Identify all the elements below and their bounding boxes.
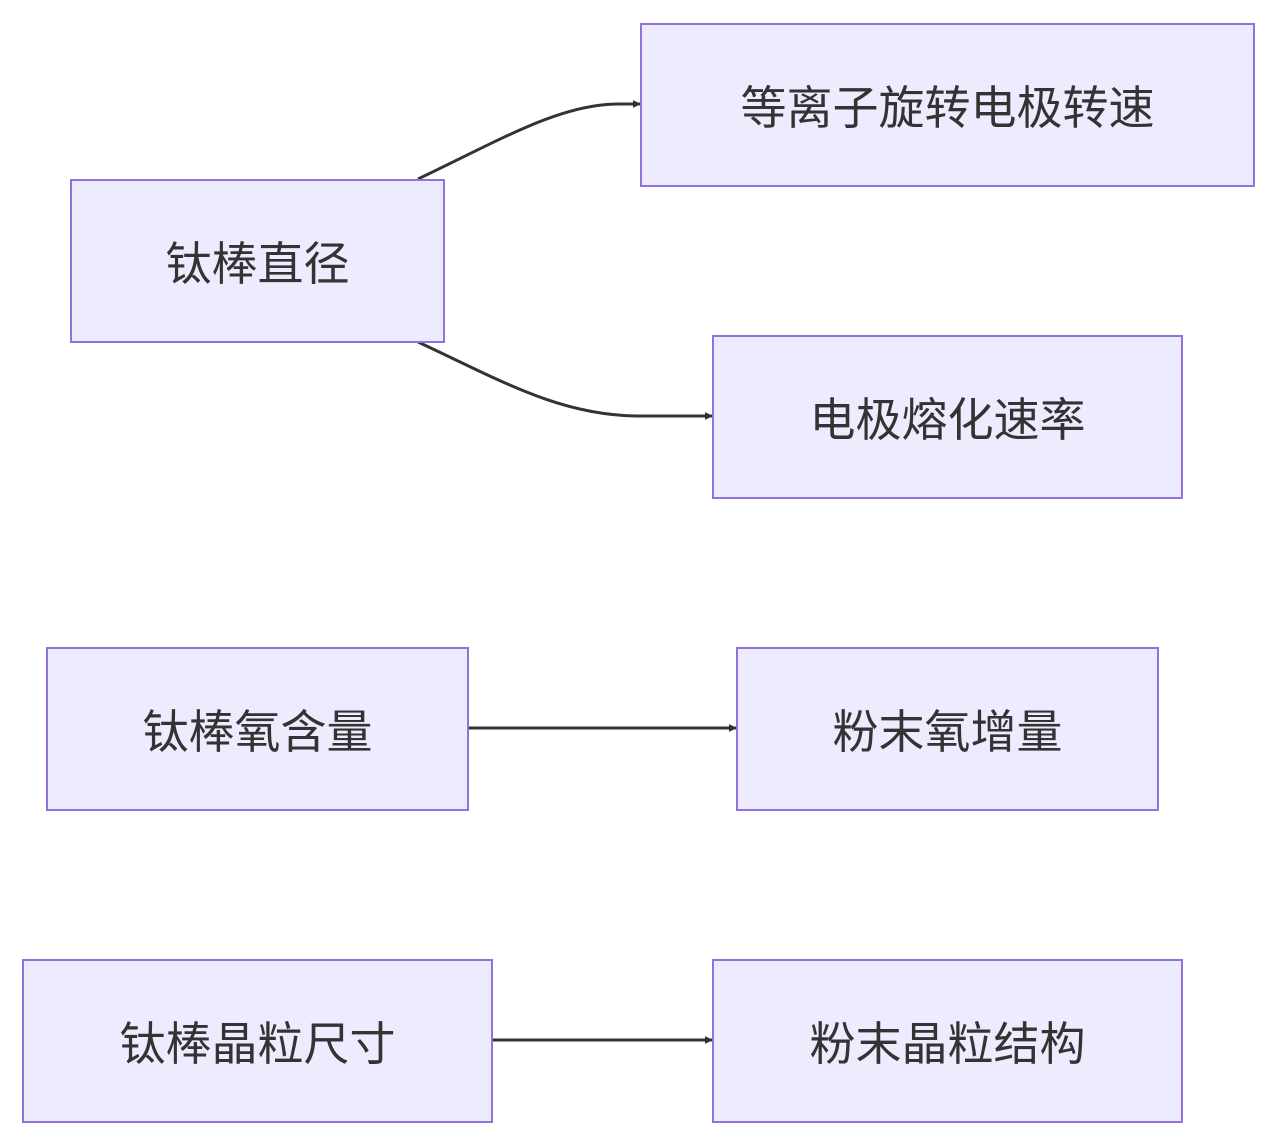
edge-diameter-to-melting: [417, 340, 713, 420]
node-melting-rate[interactable]: 电极熔化速率: [712, 335, 1183, 499]
node-label: 粉末晶粒结构: [809, 1017, 1086, 1071]
node-rod-diameter[interactable]: 钛棒直径: [70, 179, 445, 343]
node-powder-oxygen-gain[interactable]: 粉末氧增量: [736, 647, 1159, 811]
node-label: 钛棒晶粒尺寸: [119, 1017, 396, 1071]
node-label: 粉末氧增量: [832, 705, 1063, 759]
node-powder-grain-structure[interactable]: 粉末晶粒结构: [712, 959, 1183, 1123]
node-label: 钛棒氧含量: [142, 705, 373, 759]
node-rod-grain-size[interactable]: 钛棒晶粒尺寸: [22, 959, 493, 1123]
node-label: 钛棒直径: [165, 237, 350, 291]
edge-diameter-to-rotation: [417, 100, 641, 181]
node-label: 等离子旋转电极转速: [740, 81, 1155, 135]
node-rod-oxygen-content[interactable]: 钛棒氧含量: [46, 647, 469, 811]
node-rotation-speed[interactable]: 等离子旋转电极转速: [640, 23, 1255, 187]
node-label: 电极熔化速率: [809, 393, 1086, 447]
